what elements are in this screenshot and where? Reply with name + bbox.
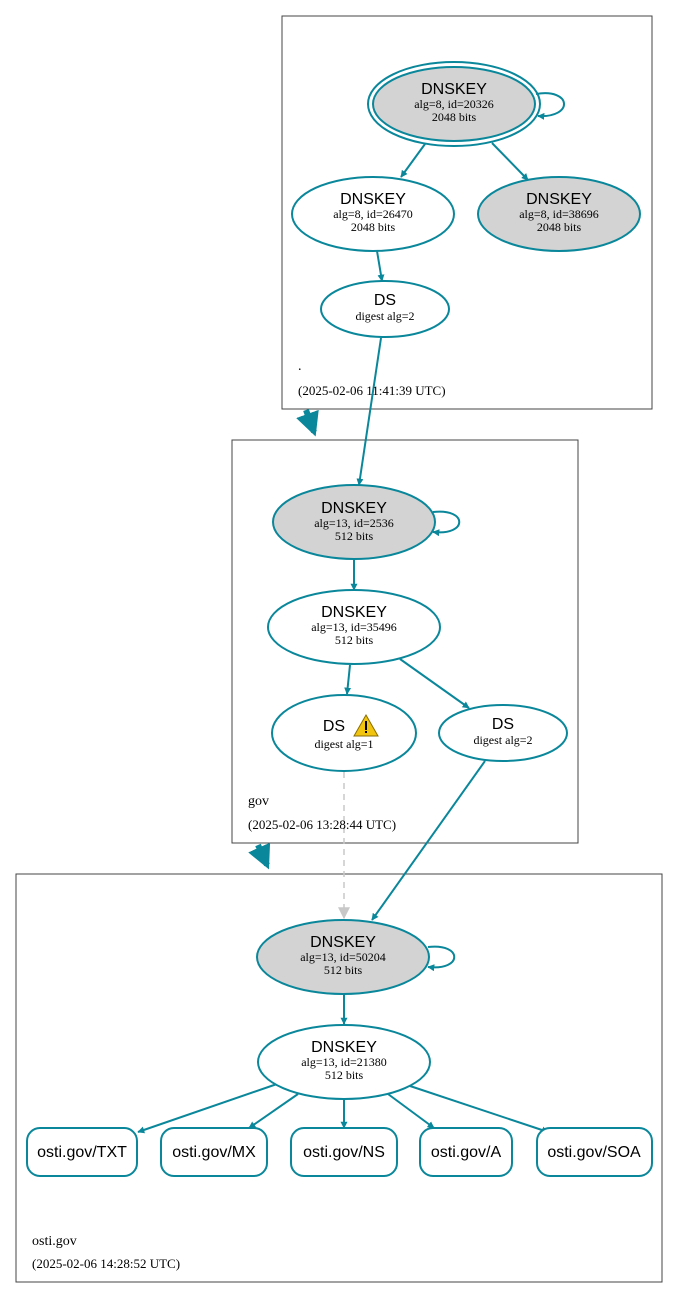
root-ds-title: DS: [374, 292, 396, 309]
osti-zsk-alg-id: alg=13, id=21380: [301, 1055, 387, 1069]
root-ksk-alg-id: alg=8, id=20326: [414, 97, 494, 111]
root-key3-alg-id: alg=8, id=38696: [519, 207, 599, 221]
root-ds-node[interactable]: DS digest alg=2: [320, 280, 450, 338]
osti-zsk-bits: 512 bits: [325, 1068, 364, 1082]
edge-gov-zsk-ds1: [344, 664, 352, 695]
osti-zsk-node[interactable]: DNSKEY alg=13, id=21380 512 bits: [257, 1024, 431, 1100]
gov-zsk-node[interactable]: DNSKEY alg=13, id=35496 512 bits: [267, 589, 441, 665]
gov-zsk-title: DNSKEY: [321, 604, 387, 621]
osti-zsk-title: DNSKEY: [311, 1039, 377, 1056]
root-zsk-alg-id: alg=8, id=26470: [333, 207, 413, 221]
edge-root-zsk-ds: [376, 250, 385, 282]
rrset-soa[interactable]: osti.gov/SOA: [536, 1127, 653, 1177]
gov-zsk-alg-id: alg=13, id=35496: [311, 620, 397, 634]
rrset-txt[interactable]: osti.gov/TXT: [26, 1127, 138, 1177]
edge-osti-zsk-soa: [409, 1085, 549, 1134]
root-key3-node[interactable]: DNSKEY alg=8, id=38696 2048 bits: [477, 176, 641, 252]
edge-osti-zsk-txt: [137, 1083, 278, 1134]
osti-ksk-alg-id: alg=13, id=50204: [300, 950, 386, 964]
gov-ksk-bits: 512 bits: [335, 529, 374, 543]
root-zsk-bits: 2048 bits: [351, 220, 396, 234]
osti-ksk-title: DNSKEY: [310, 934, 376, 951]
edge-gov-ksk-self: [432, 510, 461, 537]
osti-ksk-bits: 512 bits: [324, 963, 363, 977]
edge-gov-zsk-ds2: [399, 658, 470, 709]
gov-ksk-alg-id: alg=13, id=2536: [314, 516, 394, 530]
zone-osti-box: [15, 873, 663, 1283]
rrset-ns-label: osti.gov/NS: [303, 1144, 385, 1161]
zone-root-timestamp: (2025-02-06 11:41:39 UTC): [298, 383, 446, 398]
zone-root-label: .: [298, 359, 302, 374]
rrset-ns[interactable]: osti.gov/NS: [290, 1127, 398, 1177]
edge-osti-zsk-a: [387, 1093, 435, 1129]
osti-ksk-node[interactable]: DNSKEY alg=13, id=50204 512 bits: [256, 919, 430, 995]
edge-osti-ksk-self: [427, 945, 456, 972]
gov-ds1-node[interactable]: DS digest alg=1: [271, 694, 417, 772]
root-ksk-node[interactable]: DNSKEY alg=8, id=20326 2048 bits: [367, 61, 541, 147]
root-key3-bits: 2048 bits: [537, 220, 582, 234]
rrset-a-label: osti.gov/A: [431, 1144, 502, 1161]
edge-root-ksk-zsk: [400, 143, 426, 178]
zone-gov-timestamp: (2025-02-06 13:28:44 UTC): [248, 817, 396, 832]
root-key3-title: DNSKEY: [526, 191, 592, 208]
rrset-mx[interactable]: osti.gov/MX: [160, 1127, 268, 1177]
gov-ds1-title: DS: [323, 718, 345, 735]
gov-ds2-title: DS: [492, 716, 514, 733]
zone-osti-label: osti.gov: [32, 1234, 77, 1249]
edge-root-ksk-key3: [491, 142, 529, 181]
root-ksk-bits: 2048 bits: [432, 110, 477, 124]
gov-ksk-title: DNSKEY: [321, 500, 387, 517]
warning-icon: [353, 713, 379, 737]
edge-osti-zsk-mx: [248, 1093, 299, 1129]
gov-zsk-bits: 512 bits: [335, 633, 374, 647]
zone-osti-timestamp: (2025-02-06 14:28:52 UTC): [32, 1256, 180, 1271]
delegation-gov-osti: [248, 842, 271, 870]
delegation-root-gov: [296, 408, 319, 437]
root-ds-digest: digest alg=2: [355, 309, 414, 323]
root-zsk-title: DNSKEY: [340, 191, 406, 208]
rrset-mx-label: osti.gov/MX: [172, 1144, 256, 1161]
gov-ksk-node[interactable]: DNSKEY alg=13, id=2536 512 bits: [272, 484, 436, 560]
zone-root-box: [281, 15, 653, 410]
root-zsk-node[interactable]: DNSKEY alg=8, id=26470 2048 bits: [291, 176, 455, 252]
edge-root-ksk-self: [535, 92, 565, 120]
rrset-txt-label: osti.gov/TXT: [37, 1144, 127, 1161]
gov-ds2-digest: digest alg=2: [473, 733, 532, 747]
zone-gov-label: gov: [248, 794, 269, 809]
edge-gov-ds2-osti-ksk: [371, 760, 486, 921]
rrset-soa-label: osti.gov/SOA: [547, 1144, 641, 1161]
edge-root-ds-gov-ksk: [356, 337, 382, 486]
zone-gov-box: [231, 439, 579, 844]
gov-ds2-node[interactable]: DS digest alg=2: [438, 704, 568, 762]
root-ksk-title: DNSKEY: [421, 81, 487, 98]
rrset-a[interactable]: osti.gov/A: [419, 1127, 513, 1177]
gov-ds1-digest: digest alg=1: [314, 737, 373, 751]
